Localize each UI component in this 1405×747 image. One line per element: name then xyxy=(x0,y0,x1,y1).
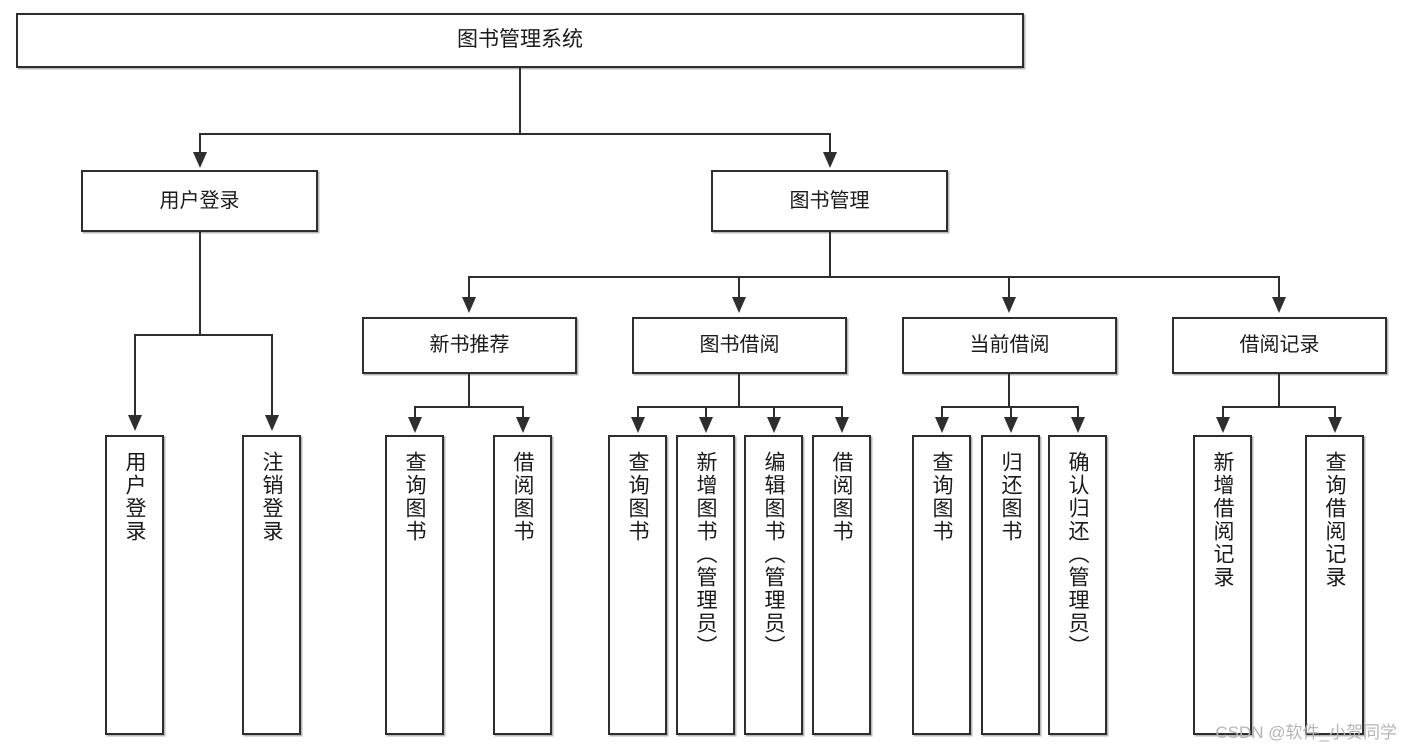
arrowhead-bookborrow-to-leaf-1 xyxy=(699,417,713,433)
arrowhead-borrowrecord-to-leaf-0 xyxy=(1216,417,1230,433)
node-book-management[interactable]: 图书管理 xyxy=(711,170,948,232)
node-label: 归还图书 xyxy=(999,451,1022,543)
leaf-current-borrow-query[interactable]: 查询图书 xyxy=(912,435,971,735)
node-label: 查询借阅记录 xyxy=(1323,451,1346,589)
node-label: 图书借阅 xyxy=(699,334,780,356)
arrowhead-bookmgmt-to-newbook xyxy=(462,297,476,313)
connector-newbook-to-leaf-0 xyxy=(414,406,416,418)
connector-userlogin-stem xyxy=(199,232,201,335)
arrowhead-bookmgmt-to-current xyxy=(1002,297,1016,313)
connector-userlogin-bus xyxy=(134,334,271,336)
connector-bookmgmt-to-current xyxy=(1008,276,1010,298)
leaf-book-borrow-query[interactable]: 查询图书 xyxy=(608,435,667,735)
connector-bookborrow-to-leaf-1 xyxy=(705,406,707,418)
node-label: 借阅图书 xyxy=(511,451,534,543)
connector-bookmgmt-to-record xyxy=(1278,276,1280,298)
arrowhead-currentborrow-to-leaf-2 xyxy=(1071,417,1085,433)
node-root-system[interactable]: 图书管理系统 xyxy=(16,13,1024,68)
node-label: 新书推荐 xyxy=(429,334,510,356)
node-label: 确认归还（管理员） xyxy=(1066,451,1089,658)
connector-newbook-to-leaf-1 xyxy=(522,406,524,418)
node-label: 当前借阅 xyxy=(969,334,1050,356)
leaf-current-borrow-confirm[interactable]: 确认归还（管理员） xyxy=(1048,435,1107,735)
node-label: 编辑图书（管理员） xyxy=(762,451,785,658)
connector-borrowrecord-to-leaf-1 xyxy=(1334,406,1336,418)
node-label: 新增借阅记录 xyxy=(1211,451,1234,589)
connector-bookmgmt-to-borrow xyxy=(738,276,740,298)
connector-bookborrow-stem xyxy=(738,374,740,407)
arrowhead-userlogin-to-leaf-0 xyxy=(128,415,142,431)
connector-bookborrow-bus xyxy=(637,406,843,408)
arrowhead-root-to-book-mgmt xyxy=(823,152,837,168)
node-label: 查询图书 xyxy=(403,451,426,543)
connector-currentborrow-to-leaf-2 xyxy=(1077,406,1079,418)
node-current-borrow[interactable]: 当前借阅 xyxy=(902,317,1117,374)
leaf-new-book-borrow[interactable]: 借阅图书 xyxy=(493,435,552,735)
arrowhead-newbook-to-leaf-0 xyxy=(408,417,422,433)
leaf-current-borrow-return[interactable]: 归还图书 xyxy=(981,435,1040,735)
arrowhead-newbook-to-leaf-1 xyxy=(516,417,530,433)
connector-currentborrow-to-leaf-1 xyxy=(1010,406,1012,418)
node-user-login[interactable]: 用户登录 xyxy=(81,170,318,232)
connector-userlogin-to-leaf-1 xyxy=(271,334,273,416)
arrowhead-bookmgmt-to-borrow xyxy=(732,297,746,313)
arrowhead-bookmgmt-to-record xyxy=(1272,297,1286,313)
arrowhead-root-to-user-login xyxy=(193,152,207,168)
connector-bookmgmt-to-newbook xyxy=(468,276,470,298)
leaf-book-borrow-add[interactable]: 新增图书（管理员） xyxy=(676,435,735,735)
connector-bookborrow-to-leaf-2 xyxy=(773,406,775,418)
node-borrow-record[interactable]: 借阅记录 xyxy=(1172,317,1387,374)
connector-bookborrow-to-leaf-0 xyxy=(637,406,639,418)
connector-root-bus xyxy=(199,133,831,135)
node-label: 用户登录 xyxy=(159,189,240,212)
node-label: 图书管理 xyxy=(789,189,870,212)
node-label: 注销登录 xyxy=(260,451,283,543)
connector-bookmgmt-stem xyxy=(829,232,831,277)
connector-root-to-book-mgmt xyxy=(829,133,831,153)
leaf-book-borrow-borrow[interactable]: 借阅图书 xyxy=(812,435,871,735)
leaf-user-login-logout[interactable]: 注销登录 xyxy=(242,435,301,735)
connector-root-stem xyxy=(519,68,521,134)
arrowhead-bookborrow-to-leaf-2 xyxy=(767,417,781,433)
leaf-borrow-record-query[interactable]: 查询借阅记录 xyxy=(1305,435,1364,735)
leaf-new-book-query[interactable]: 查询图书 xyxy=(385,435,444,735)
connector-currentborrow-stem xyxy=(1008,374,1010,407)
node-label: 借阅记录 xyxy=(1239,334,1320,356)
node-new-book-recommend[interactable]: 新书推荐 xyxy=(362,317,577,374)
arrowhead-bookborrow-to-leaf-3 xyxy=(835,417,849,433)
connector-bookmgmt-bus xyxy=(468,276,1280,278)
node-book-borrow[interactable]: 图书借阅 xyxy=(632,317,847,374)
connector-currentborrow-to-leaf-0 xyxy=(941,406,943,418)
connector-borrowrecord-stem xyxy=(1278,374,1280,407)
connector-newbook-bus xyxy=(414,406,524,408)
arrowhead-userlogin-to-leaf-1 xyxy=(265,415,279,431)
node-label: 查询图书 xyxy=(626,451,649,543)
connector-borrowrecord-to-leaf-0 xyxy=(1222,406,1224,418)
leaf-user-login-login[interactable]: 用户登录 xyxy=(105,435,164,735)
node-label: 用户登录 xyxy=(123,451,146,543)
connector-root-to-user-login xyxy=(199,133,201,153)
arrowhead-currentborrow-to-leaf-0 xyxy=(935,417,949,433)
connector-userlogin-to-leaf-0 xyxy=(134,334,136,416)
leaf-book-borrow-edit[interactable]: 编辑图书（管理员） xyxy=(744,435,803,735)
node-label: 图书管理系统 xyxy=(457,28,583,52)
connector-bookborrow-to-leaf-3 xyxy=(841,406,843,418)
connector-newbook-stem xyxy=(468,374,470,407)
node-label: 查询图书 xyxy=(930,451,953,543)
arrowhead-bookborrow-to-leaf-0 xyxy=(631,417,645,433)
leaf-borrow-record-add[interactable]: 新增借阅记录 xyxy=(1193,435,1252,735)
node-label: 新增图书（管理员） xyxy=(694,451,717,658)
node-label: 借阅图书 xyxy=(830,451,853,543)
arrowhead-currentborrow-to-leaf-1 xyxy=(1004,417,1018,433)
arrowhead-borrowrecord-to-leaf-1 xyxy=(1328,417,1342,433)
connector-borrowrecord-bus xyxy=(1222,406,1336,408)
